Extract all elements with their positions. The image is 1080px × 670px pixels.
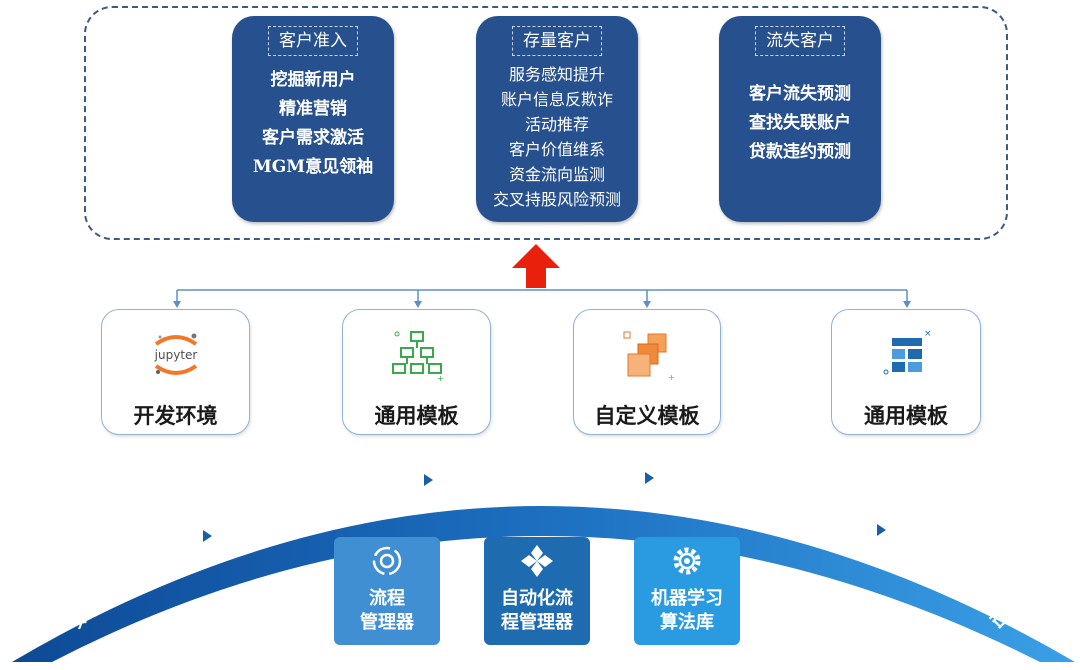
scenario-item: 查找失联账户 <box>749 113 851 133</box>
scenario-title: 客户准入 <box>268 26 358 56</box>
gear-cycle-icon <box>372 546 402 576</box>
stacked-squares-icon: + <box>623 331 675 382</box>
scenario-existing-customers: 存量客户 服务感知提升 账户信息反欺诈 活动推荐 客户价值维系 资金流向监测 交… <box>476 16 638 222</box>
jupyter-logo-text: jupyter <box>154 348 198 362</box>
module-label-line1: 流程 <box>369 588 405 609</box>
scenario-item: 精准营销 <box>279 99 347 119</box>
module-label-line2: 管理器 <box>360 612 414 633</box>
tool-label: 自定义模板 <box>594 403 700 428</box>
scenario-item: 客户流失预测 <box>749 84 851 104</box>
scenario-title: 存量客户 <box>512 26 602 56</box>
jupyter-logo: jupyter <box>154 333 198 375</box>
tool-label: 开发环境 <box>133 403 218 428</box>
module-ml-library[interactable]: 机器学习 算法库 <box>634 537 740 645</box>
play-icon <box>868 518 892 542</box>
scenario-item: 客户价值维系 <box>508 140 605 159</box>
up-arrow-icon <box>512 244 560 288</box>
scenario-frame <box>84 6 1008 240</box>
module-label-line1: 自动化流 <box>501 588 573 609</box>
svg-text:+: + <box>668 373 675 382</box>
scenario-item: 客户需求激活 <box>262 128 364 148</box>
network-icon <box>521 545 553 577</box>
scenario-lost-customers: 流失客户 客户流失预测 查找失联账户 贷款违约预测 <box>719 16 881 222</box>
module-label-line1: 机器学习 <box>651 588 723 609</box>
scenario-item: 挖掘新用户 <box>270 70 356 90</box>
module-process-manager[interactable]: 流程 管理器 <box>334 537 440 645</box>
scenario-customer-acquisition: 客户准入 挖掘新用户 精准营销 客户需求激活 MGM意见领袖 <box>232 16 394 222</box>
pipeline-arch <box>12 506 1075 662</box>
tool-card-general-template-2[interactable]: × 通用模板 <box>831 309 981 435</box>
scenario-item: MGM意见领袖 <box>252 157 374 177</box>
module-label-line2: 程管理器 <box>501 612 573 633</box>
scenario-item: 账户信息反欺诈 <box>500 90 613 109</box>
tool-label: 通用模板 <box>374 403 459 428</box>
play-icon <box>636 466 660 490</box>
tool-card-general-template[interactable]: + 通用模板 <box>342 309 491 435</box>
scenario-item: 资金流向监测 <box>508 165 605 184</box>
pipeline-step-algo-select: 算法优选 <box>492 465 572 489</box>
scenario-item: 活动推荐 <box>524 115 589 134</box>
module-auto-process-manager[interactable]: 自动化流 程管理器 <box>484 537 590 645</box>
svg-text:+: + <box>437 374 444 383</box>
layout-grid-icon: × <box>883 329 932 375</box>
module-label-line2: 算法库 <box>660 612 714 633</box>
scenario-item: 服务感知提升 <box>508 65 605 84</box>
scenario-item: 交叉持股风险预测 <box>492 190 621 209</box>
tool-card-dev-env[interactable]: jupyter 开发环境 <box>101 309 250 435</box>
gear-icon <box>673 547 701 575</box>
tool-label: 通用模板 <box>864 403 948 428</box>
play-icon <box>415 468 439 492</box>
hierarchy-icon: + <box>392 331 444 383</box>
tool-card-custom-template[interactable]: + 自定义模板 <box>573 309 721 435</box>
svg-text:×: × <box>924 329 932 339</box>
scenario-item: 贷款违约预测 <box>749 142 851 162</box>
scenario-title: 流失客户 <box>755 26 845 56</box>
play-icon <box>194 524 218 548</box>
